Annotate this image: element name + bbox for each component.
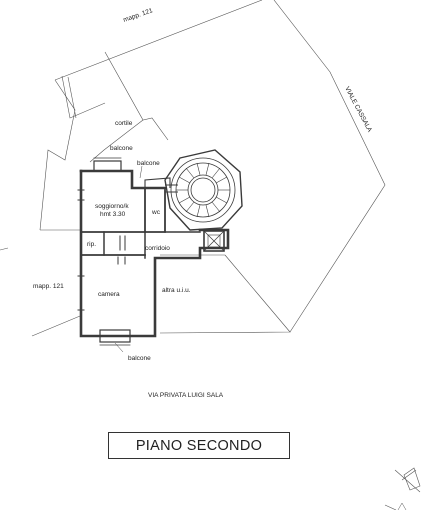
spiral-staircase-icon (164, 149, 243, 231)
label-wc: wc (151, 209, 161, 216)
label-corridoio: corridoio (145, 245, 170, 252)
label-mapp-left: mapp. 121 (33, 283, 64, 290)
label-soggiorno: soggiorno/k (95, 203, 129, 210)
plan-title: PIANO SECONDO (108, 432, 290, 459)
label-camera: camera (98, 291, 120, 298)
label-balcone-top-right: balcone (137, 160, 160, 167)
plan-labels: mapp. 121 VIALE CASSALA cortile balcone … (33, 7, 373, 399)
label-hmt: hmt 3.30 (100, 211, 126, 218)
label-mapp-top: mapp. 121 (122, 7, 154, 24)
apartment-walls (77, 157, 230, 346)
leader-lines (114, 165, 143, 353)
north-arrow-icon (384, 467, 421, 510)
label-rip: rip. (87, 241, 96, 248)
lot-boundary (0, 0, 386, 337)
elevator-icon (203, 230, 225, 252)
label-balcone-bottom: balcone (128, 355, 151, 362)
label-viale: VIALE CASSALA (343, 86, 373, 134)
label-via: VIA PRIVATA LUIGI SALA (148, 392, 224, 399)
label-altra: altra u.i.u. (162, 287, 191, 294)
stair-balcony (144, 177, 171, 188)
label-balcone-top-left: balcone (110, 145, 133, 152)
label-cortile: cortile (115, 120, 133, 127)
